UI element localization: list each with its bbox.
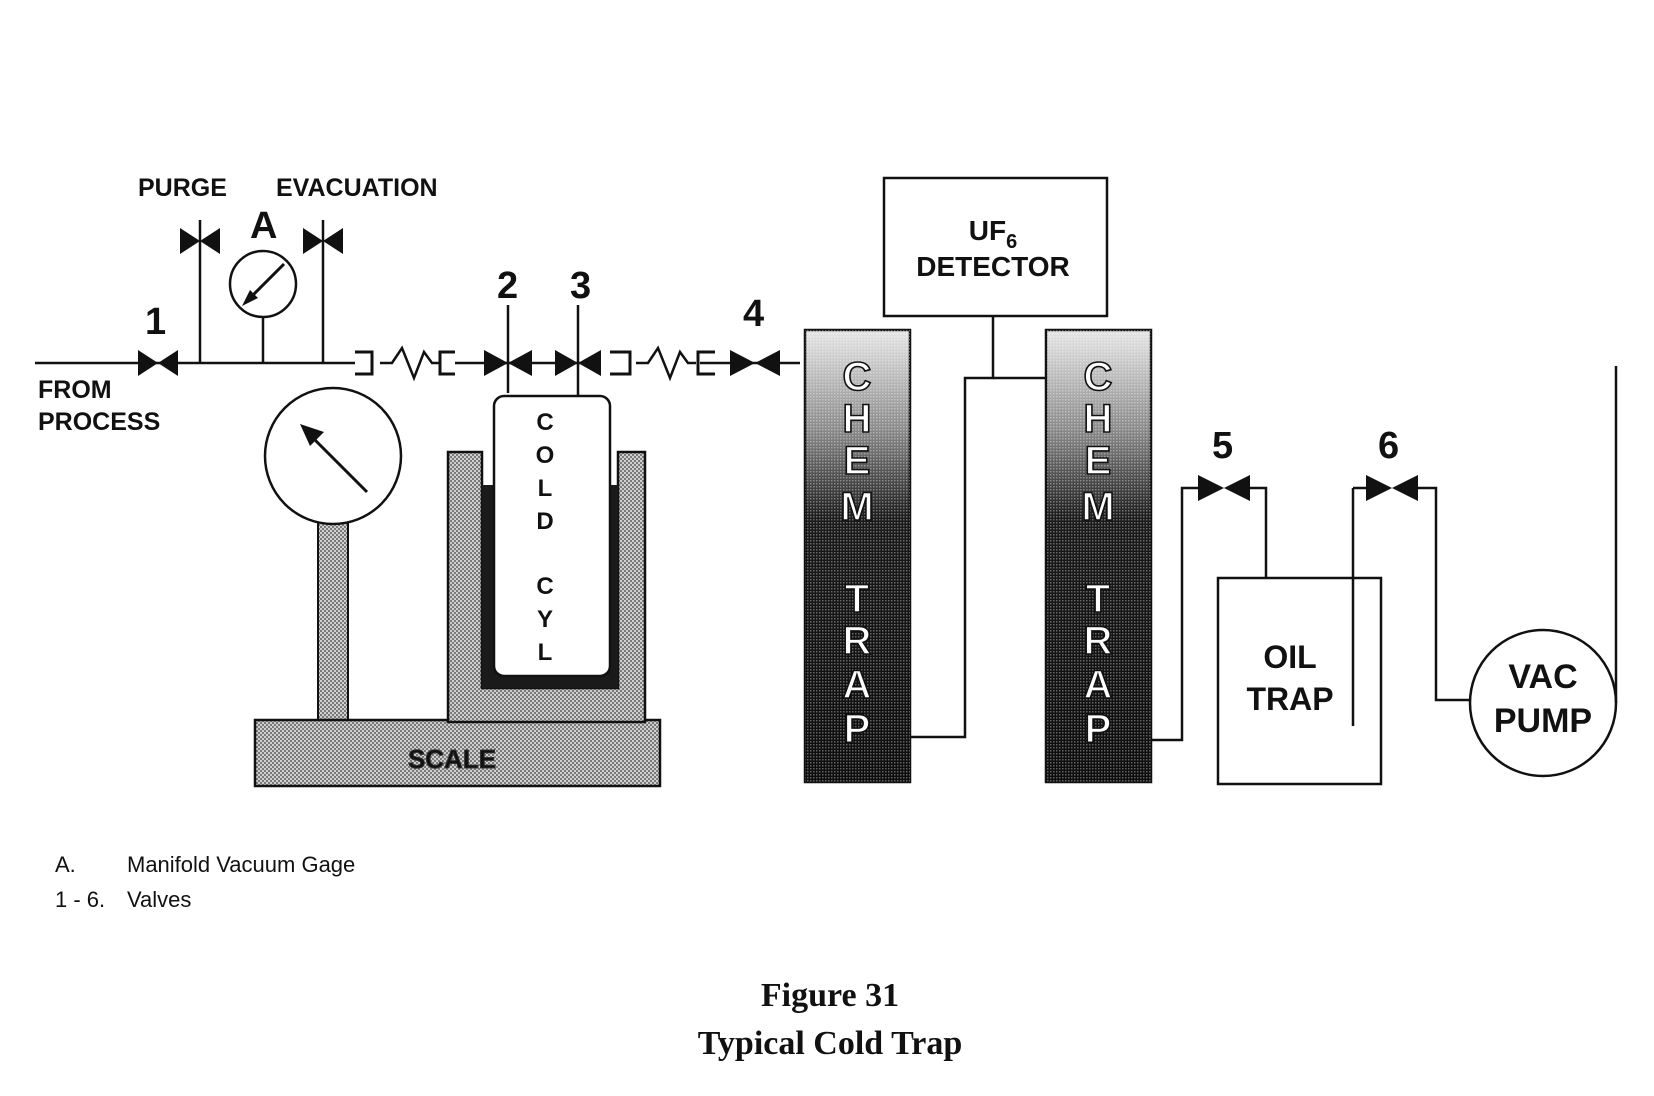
chem-trap-1-letter: C bbox=[843, 355, 872, 399]
uf6-detector-box bbox=[882, 176, 1109, 318]
chem-trap-2-letter: C bbox=[1084, 355, 1113, 399]
flex-hose-1 bbox=[355, 345, 455, 382]
legend-text-valves: Valves bbox=[127, 887, 191, 912]
valve-6-to-pump-line bbox=[1416, 486, 1470, 702]
valve-1 bbox=[138, 350, 178, 376]
chem-trap-1-label: C H E M T R A P bbox=[840, 354, 875, 752]
cold-cyl-letter: C bbox=[536, 573, 553, 600]
cold-cyl-letter: O bbox=[536, 442, 555, 469]
chem-trap-1-letter: A bbox=[843, 663, 872, 707]
cold-cylinder bbox=[492, 394, 612, 678]
evacuation-valve bbox=[303, 228, 343, 254]
gage-a-label: A bbox=[250, 205, 277, 247]
oil-trap-label-2: TRAP bbox=[1246, 681, 1333, 717]
figure-number: Figure 31 bbox=[761, 977, 899, 1014]
valve-6 bbox=[1366, 475, 1418, 501]
purge-label: PURGE bbox=[138, 174, 227, 202]
cold-cyl-letter: D bbox=[536, 508, 553, 535]
cold-cyl-letter: Y bbox=[537, 606, 553, 633]
valve-4-number: 4 bbox=[743, 293, 764, 335]
valve-5-to-oil-trap-line bbox=[1248, 486, 1268, 578]
chem-trap-2-letter: T bbox=[1086, 577, 1110, 621]
pressure-gage bbox=[263, 386, 403, 526]
legend-text-a: Manifold Vacuum Gage bbox=[127, 852, 355, 877]
chem-trap-1-letter: E bbox=[844, 439, 871, 483]
valve-5-number: 5 bbox=[1212, 425, 1233, 467]
valve-6-number: 6 bbox=[1378, 425, 1399, 467]
trap-2-outlet-line bbox=[1151, 486, 1202, 742]
vac-pump-label-1: VAC bbox=[1508, 658, 1577, 696]
from-process-label-2: PROCESS bbox=[38, 408, 160, 436]
purge-valve bbox=[180, 228, 220, 254]
flex-hose-2 bbox=[610, 345, 715, 382]
scale-base bbox=[253, 718, 662, 788]
scale-label: SCALE bbox=[408, 744, 496, 774]
evacuation-label: EVACUATION bbox=[276, 174, 438, 202]
chem-trap-2-letter: H bbox=[1084, 397, 1113, 441]
cold-cylinder-label: C O L D C Y L bbox=[536, 409, 555, 666]
detector-sample-line bbox=[910, 316, 995, 739]
chem-trap-1-letter: H bbox=[843, 397, 872, 441]
chem-trap-2-letter: P bbox=[1085, 707, 1112, 751]
cold-cyl-letter: L bbox=[538, 475, 553, 502]
chem-trap-2-letter: M bbox=[1081, 485, 1114, 529]
valve-1-number: 1 bbox=[145, 301, 166, 343]
chem-trap-1-letter: R bbox=[843, 619, 872, 663]
gage-stand-post bbox=[317, 521, 349, 723]
legend-key-valves: 1 - 6. bbox=[55, 887, 105, 912]
valve-5 bbox=[1198, 475, 1250, 501]
chem-trap-2-letter: R bbox=[1084, 619, 1113, 663]
figure-title: Typical Cold Trap bbox=[698, 1025, 963, 1062]
legend-key-a: A. bbox=[55, 852, 76, 877]
valve-2-number: 2 bbox=[497, 265, 518, 307]
chem-trap-2-letter: E bbox=[1085, 439, 1112, 483]
vac-pump-label-2: PUMP bbox=[1494, 702, 1592, 740]
oil-trap-label-1: OIL bbox=[1263, 639, 1316, 675]
chem-trap-1-letter: T bbox=[845, 577, 869, 621]
cold-cyl-letter: C bbox=[536, 409, 553, 436]
chem-trap-1 bbox=[803, 328, 912, 784]
chem-trap-2 bbox=[1044, 328, 1153, 784]
valve-4 bbox=[730, 350, 780, 376]
chem-trap-1-letter: P bbox=[844, 707, 871, 751]
valve-2 bbox=[484, 305, 532, 393]
manifold-vacuum-gage-a bbox=[228, 249, 298, 319]
uf6-label: UF6 bbox=[969, 215, 1017, 253]
uf-subscript: 6 bbox=[1006, 231, 1017, 253]
valve-3-number: 3 bbox=[570, 265, 591, 307]
chem-trap-2-label: C H E M T R A P bbox=[1081, 354, 1116, 752]
chem-trap-2-letter: A bbox=[1084, 663, 1113, 707]
cold-cyl-letter: L bbox=[538, 639, 553, 666]
chem-trap-1-letter: M bbox=[840, 485, 873, 529]
from-process-label-1: FROM bbox=[38, 376, 112, 404]
uf-text: UF bbox=[969, 215, 1006, 246]
detector-label: DETECTOR bbox=[916, 251, 1070, 282]
